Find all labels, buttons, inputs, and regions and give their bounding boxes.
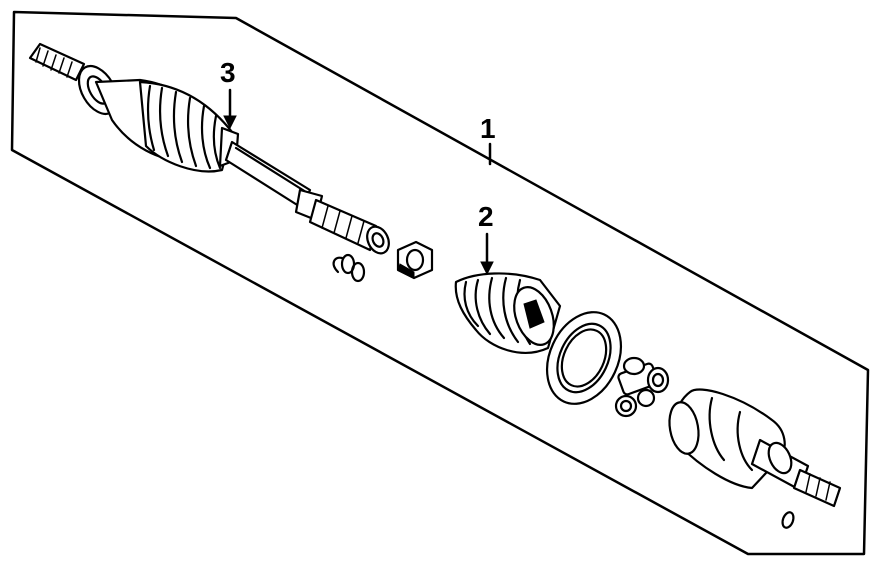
outer-boot bbox=[138, 80, 240, 173]
small-retaining-clip bbox=[781, 511, 795, 529]
callout-2: 2 bbox=[478, 201, 494, 276]
retaining-clips bbox=[332, 253, 366, 283]
outer-cv-joint-and-shaft bbox=[28, 42, 390, 255]
assembly-frame bbox=[10, 10, 870, 556]
callout-3-arrowhead bbox=[223, 115, 237, 130]
callout-2-label: 2 bbox=[478, 201, 494, 232]
inner-spline-end bbox=[308, 198, 390, 255]
callout-3-label: 3 bbox=[220, 57, 236, 88]
outer-spline-stub bbox=[28, 42, 86, 82]
tripod-spider bbox=[614, 356, 670, 418]
callout-2-arrowhead bbox=[480, 261, 494, 276]
callout-1-label: 1 bbox=[480, 113, 496, 144]
boot-clamp-ring bbox=[546, 311, 622, 405]
inner-boot bbox=[454, 272, 562, 354]
inner-joint-housing bbox=[668, 388, 842, 508]
callout-3: 3 bbox=[220, 57, 237, 130]
callout-1: 1 bbox=[480, 113, 496, 166]
axle-shaft bbox=[224, 140, 312, 210]
hex-nut bbox=[396, 240, 434, 280]
